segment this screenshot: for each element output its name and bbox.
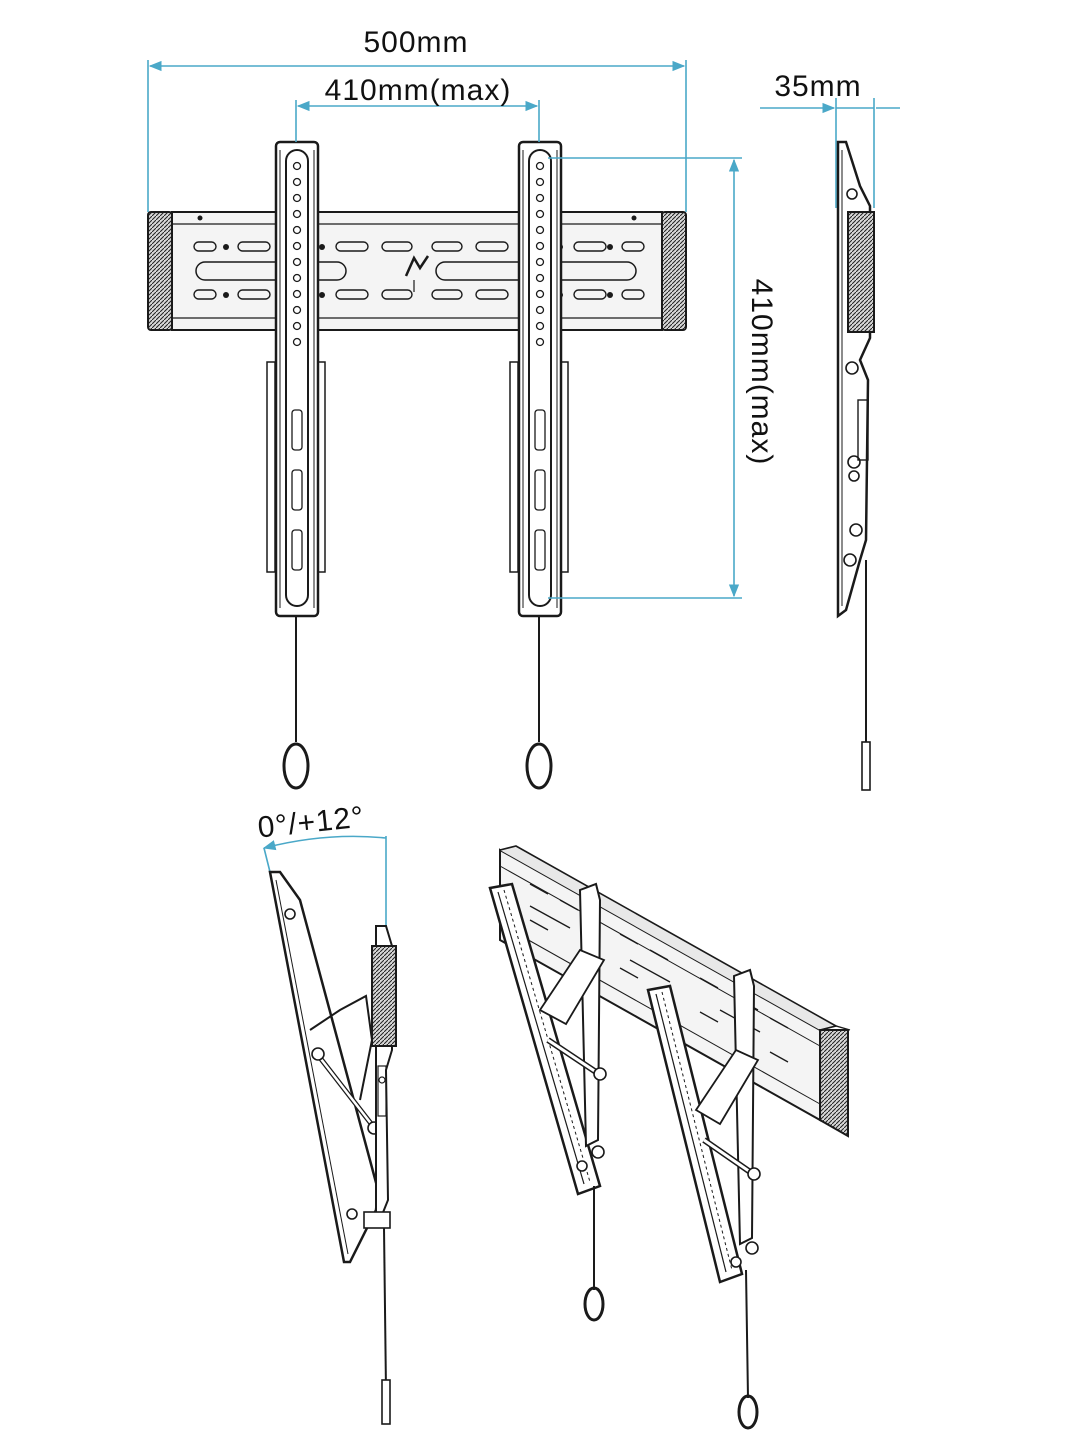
front-view [147,140,687,790]
plate-slots-top [193,241,645,252]
brand-logo-icon [404,255,430,292]
label-width-overall: 500mm [363,26,468,59]
end-cap-right [661,211,687,331]
tilt-cord-handle [381,1379,391,1425]
perspective-bracket-right [646,968,761,1430]
end-cap-left [147,211,173,331]
tilt-end-cap [371,945,397,1047]
label-tilt: 0°/+12° [256,801,366,845]
dimension-lines [147,60,900,599]
side-end-cap [847,211,875,333]
pull-cord-left [282,616,310,790]
label-height-vesa: 410mm(max) [745,279,778,466]
wall-plate [171,211,663,331]
label-width-vesa: 410mm(max) [325,74,512,107]
tilt-view: 0°/+12° [256,801,397,1425]
vertical-bracket-right [509,140,569,618]
perspective-end-cap-right [819,1029,849,1138]
vertical-bracket-left [266,140,326,618]
perspective-view [488,845,851,1430]
label-depth: 35mm [774,70,861,103]
side-view [836,140,875,791]
side-cord-handle [861,741,871,791]
pull-cord-right [525,616,553,790]
plate-slots-bottom [193,289,645,300]
perspective-bracket-left [488,882,607,1322]
